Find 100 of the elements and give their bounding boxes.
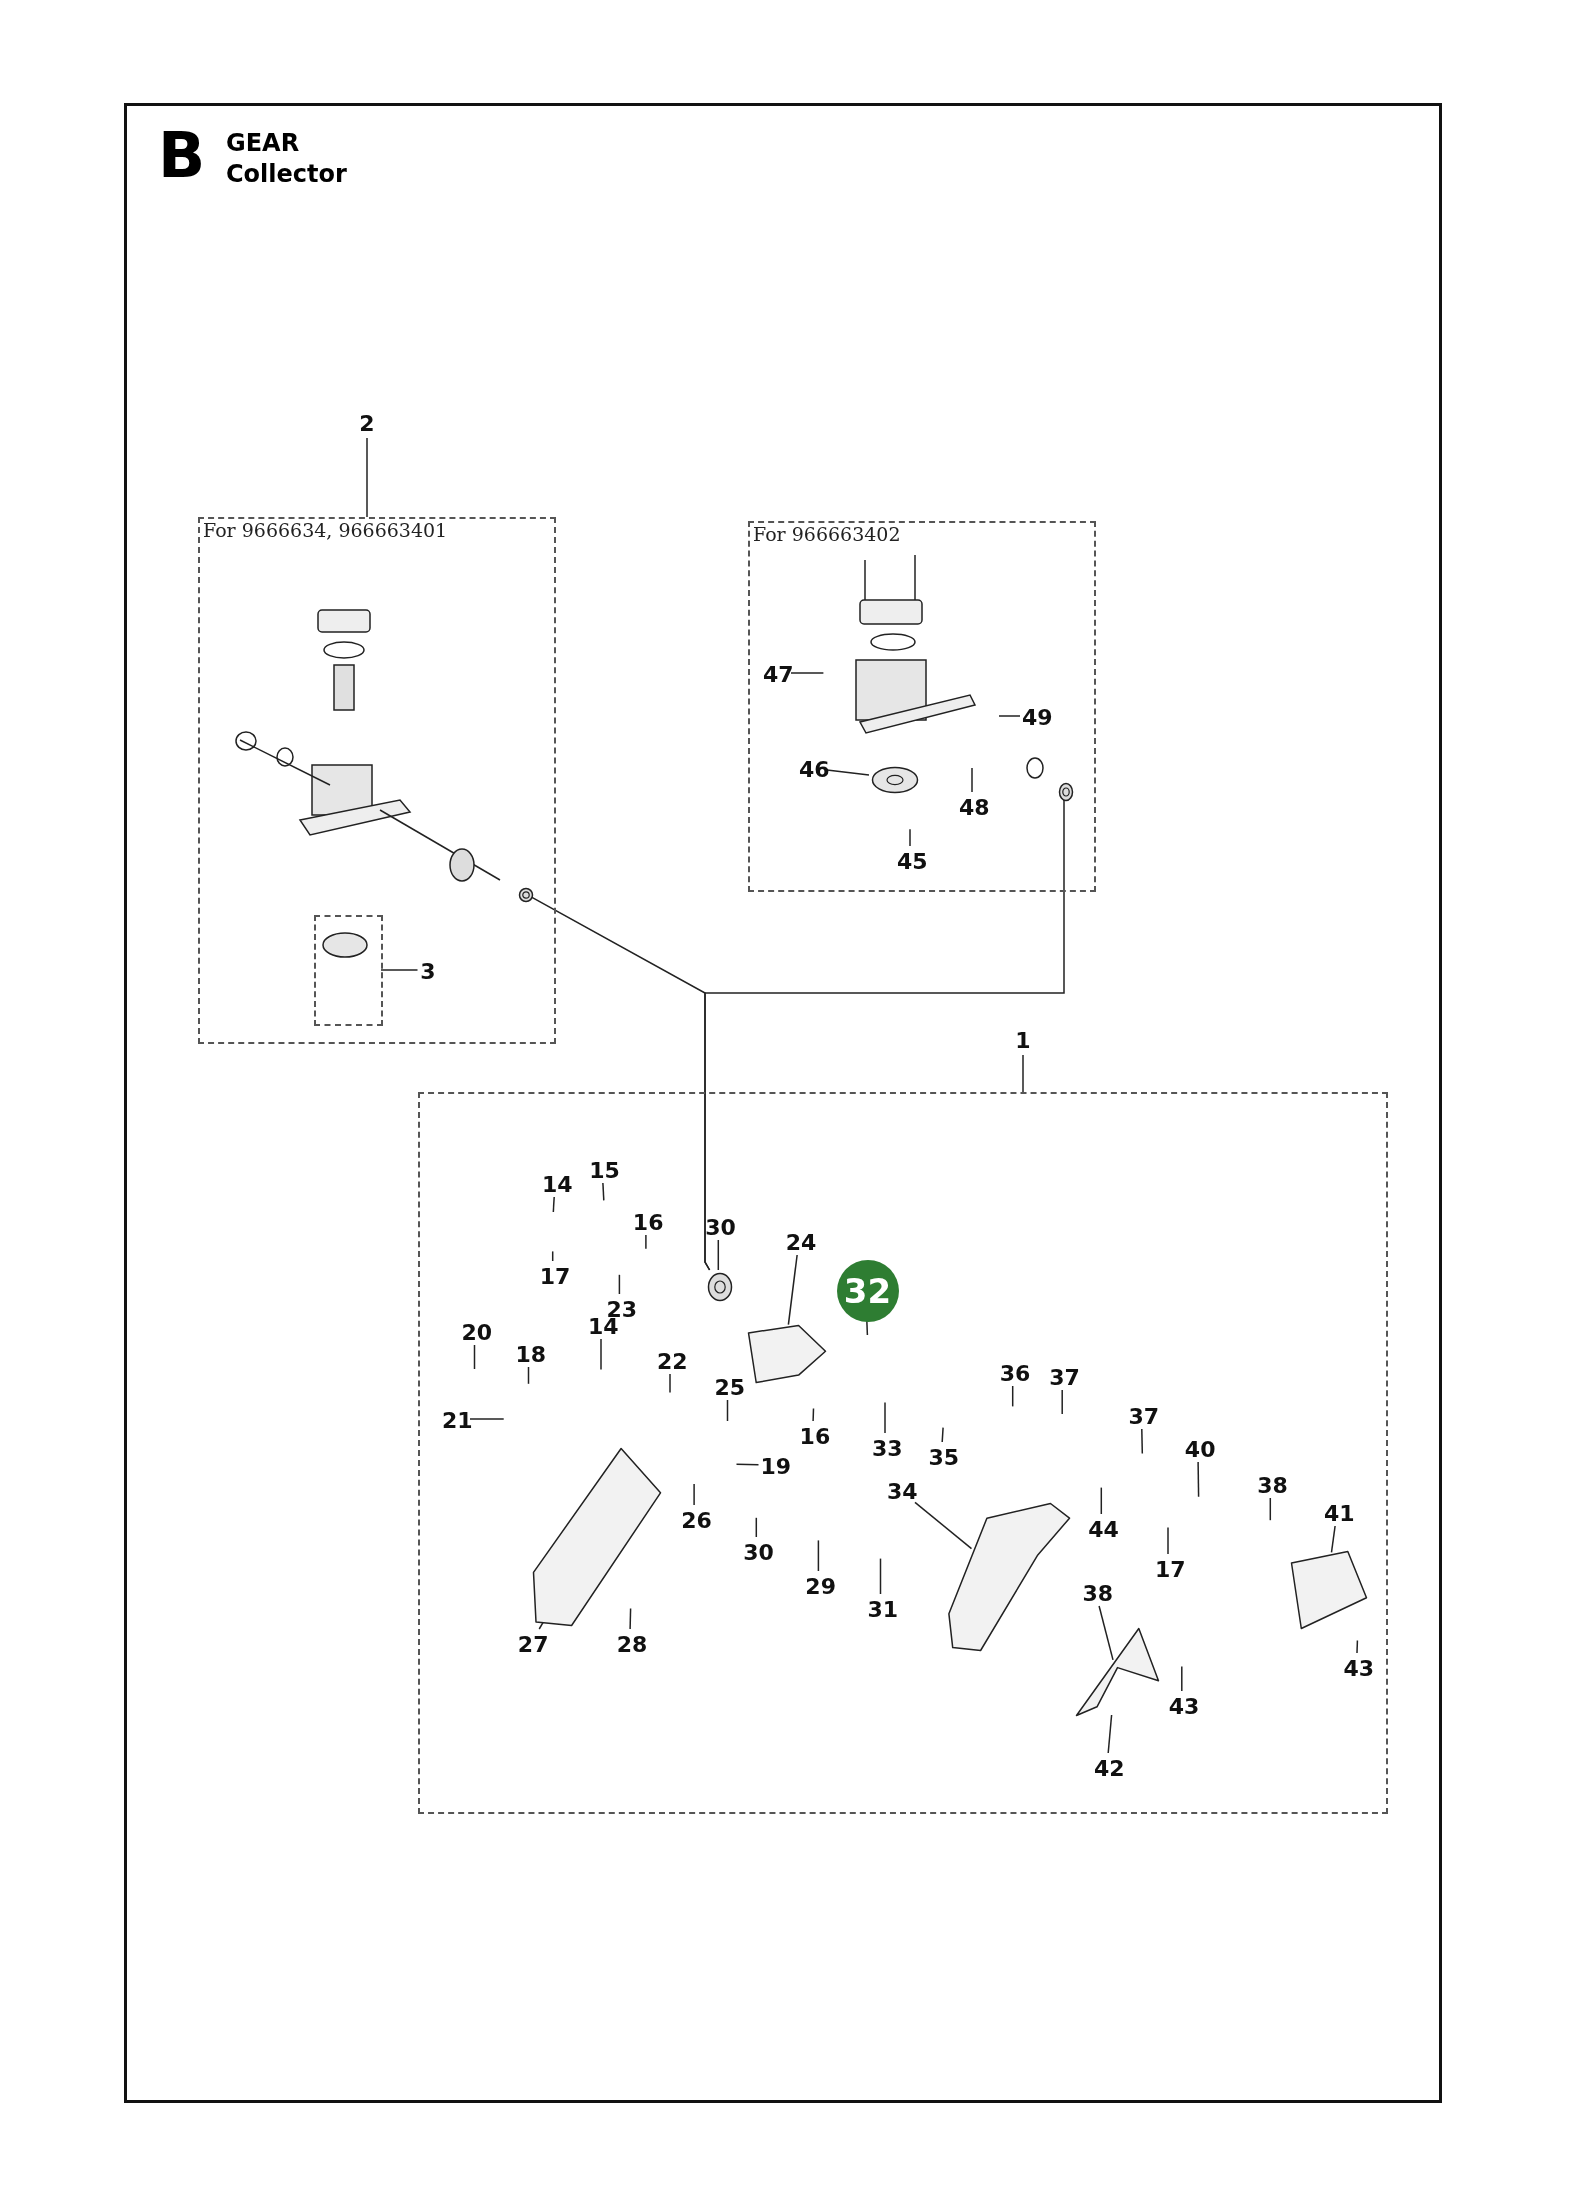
connector-line — [1330, 1525, 1336, 1554]
leader-line — [909, 828, 911, 847]
callout-number: 14 — [542, 1171, 572, 1199]
callout-number: 48 — [959, 794, 989, 822]
leader-line — [693, 1483, 695, 1506]
callout-number: 36 — [999, 1360, 1030, 1388]
leader-line — [735, 1463, 760, 1466]
connector-line — [717, 1239, 720, 1271]
callout-number: 42 — [1094, 1755, 1124, 1783]
callout-number: 33 — [872, 1435, 903, 1463]
leader-line — [726, 1399, 729, 1422]
leader-line — [669, 1373, 671, 1394]
leader-line — [551, 1250, 554, 1262]
connector-line — [826, 769, 870, 776]
section-letter: B — [158, 125, 206, 187]
leader-line — [1167, 1526, 1169, 1555]
ring-icon — [1058, 782, 1074, 802]
leader-line — [941, 1426, 944, 1443]
belt-guard-drawing — [532, 1447, 663, 1627]
callout-number: 45 — [897, 848, 927, 876]
leader-line — [1356, 1639, 1359, 1654]
leader-line — [998, 715, 1021, 717]
callout-number: 43 — [1168, 1693, 1199, 1721]
connector-line — [366, 437, 368, 518]
diagram-title: GEAR Collector — [226, 128, 346, 190]
leader-line — [552, 1196, 555, 1213]
dashed-group-box — [748, 521, 1096, 892]
leader-line — [645, 1234, 647, 1250]
leader-line — [884, 1401, 886, 1434]
callout-number: 47 — [763, 661, 793, 689]
connector-line — [914, 1501, 973, 1550]
pulley-drawing — [871, 766, 919, 794]
callout-number: 20 — [461, 1319, 492, 1347]
callout-number: 2 — [358, 410, 376, 438]
leader-line — [1269, 1497, 1272, 1521]
callout-number: 40 — [1184, 1436, 1215, 1464]
deflector-drawing — [1289, 1550, 1368, 1630]
callout-number: 15 — [589, 1157, 620, 1185]
dashed-group-box — [198, 517, 556, 1044]
leader-line — [1061, 1389, 1063, 1415]
callout-number: 17 — [539, 1263, 570, 1291]
callout-number: 25 — [714, 1374, 745, 1402]
callout-number: 3 — [419, 958, 437, 986]
callout-number: 46 — [799, 756, 829, 784]
leader-line — [1011, 1385, 1014, 1408]
bearing-icon — [707, 1272, 734, 1302]
callout-number: 31 — [867, 1596, 898, 1624]
callout-number: 26 — [681, 1507, 712, 1535]
callout-number: 44 — [1088, 1516, 1119, 1544]
callout-number: 49 — [1022, 704, 1052, 732]
leader-line — [790, 672, 825, 674]
leader-line — [629, 1607, 632, 1630]
leader-line — [602, 1182, 605, 1202]
callout-number: 22 — [657, 1348, 687, 1376]
connector-line — [1098, 1605, 1114, 1661]
callout-number: 41 — [1324, 1500, 1354, 1528]
leader-line — [1141, 1428, 1144, 1455]
callout-number: 34 — [887, 1478, 917, 1506]
callout-number: 37 — [1128, 1403, 1159, 1431]
leader-line — [1197, 1461, 1200, 1498]
leader-line — [600, 1338, 602, 1371]
callout-number: 30 — [743, 1539, 774, 1567]
callout-number: 1 — [1014, 1027, 1032, 1055]
leader-line — [1181, 1665, 1183, 1692]
leader-line — [971, 767, 973, 793]
dashed-group-box — [314, 915, 383, 1026]
callout-number: 43 — [1343, 1655, 1374, 1683]
callout-number: 37 — [1049, 1364, 1080, 1392]
connector-line — [380, 969, 419, 971]
leader-line — [817, 1539, 820, 1572]
leader-line — [879, 1557, 882, 1595]
group-heading: For 9666634, 966663401 — [203, 519, 448, 541]
callout-number: 35 — [928, 1444, 959, 1472]
callout-number: 28 — [616, 1631, 647, 1659]
callout-number: 16 — [799, 1423, 830, 1451]
callout-number: 27 — [517, 1631, 548, 1659]
chute-drawing — [1075, 1627, 1161, 1717]
callout-number: 21 — [441, 1407, 472, 1435]
leader-line — [1100, 1486, 1103, 1515]
leader-line — [469, 1418, 505, 1420]
callout-number: 38 — [1082, 1580, 1113, 1608]
leader-line — [704, 799, 1065, 1271]
callout-number: 38 — [1257, 1472, 1288, 1500]
callout-number: 16 — [632, 1209, 663, 1237]
callout-number: 18 — [515, 1341, 546, 1369]
callout-number: 19 — [760, 1453, 791, 1481]
callout-badge: 32 — [836, 1260, 899, 1322]
leader-line — [473, 1344, 476, 1370]
leader-line — [527, 1366, 530, 1385]
group-heading: For 966663402 — [753, 523, 901, 545]
gear-cover-drawing — [747, 1324, 827, 1384]
leader-line — [866, 1319, 869, 1336]
leader-line — [755, 1517, 758, 1538]
connector-line — [787, 1254, 798, 1326]
callout-number: 29 — [805, 1573, 836, 1601]
callout-number: 17 — [1154, 1556, 1185, 1584]
leader-line — [812, 1407, 815, 1422]
leader-line — [618, 1274, 621, 1295]
connector-line — [1107, 1714, 1113, 1754]
washer-icon — [518, 887, 534, 903]
